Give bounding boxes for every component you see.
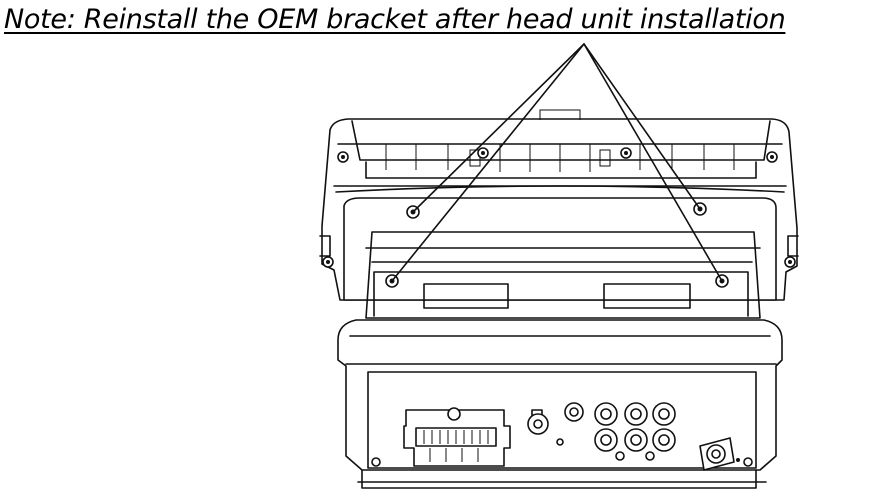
installation-note: Note: Reinstall the OEM bracket after he… bbox=[4, 4, 786, 35]
rca-jack-panel bbox=[594, 402, 676, 461]
antenna-jack bbox=[527, 409, 549, 435]
wiring-harness-connector bbox=[403, 407, 511, 467]
callout-lines bbox=[391, 43, 723, 282]
right-label-plate bbox=[603, 283, 691, 309]
left-label-plate bbox=[423, 283, 509, 309]
head-unit-chassis bbox=[343, 197, 777, 319]
power-fuse-holder bbox=[699, 437, 740, 471]
ground-stud bbox=[556, 402, 584, 446]
